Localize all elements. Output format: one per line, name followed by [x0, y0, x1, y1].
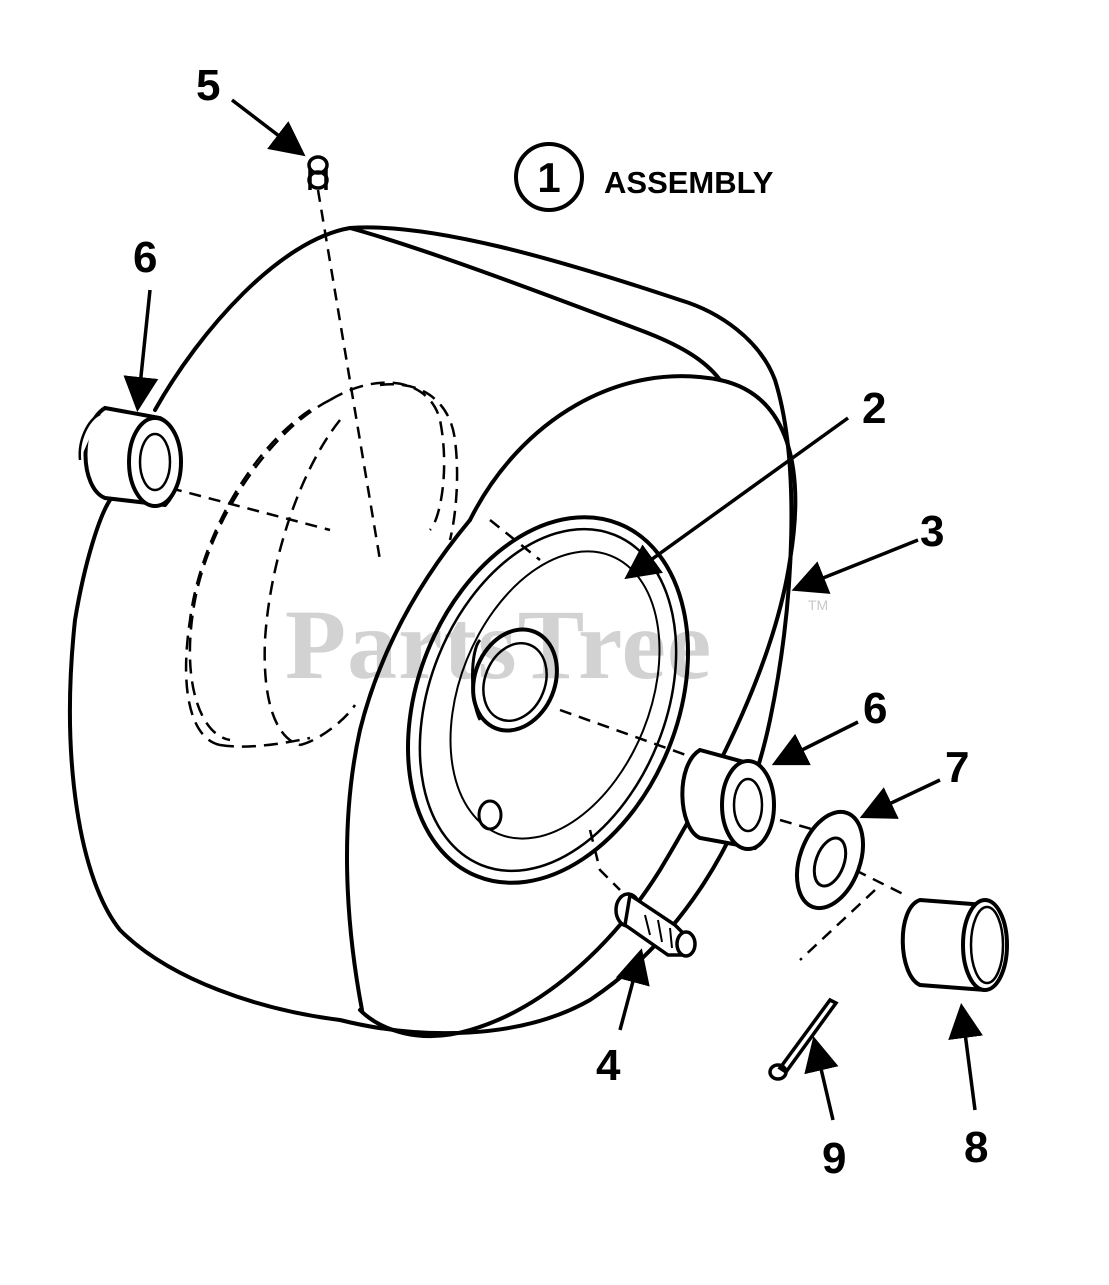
- cotter-pin-part: [768, 997, 839, 1081]
- arrow-6-right: [771, 720, 859, 766]
- rim-hub-inner: [482, 641, 548, 723]
- assembly-label: 1 ASSEMBLY: [514, 142, 774, 212]
- tire-front-sidewall: [358, 374, 798, 1039]
- rim-hub-side: [471, 638, 482, 721]
- arrow-6-left: [123, 289, 159, 412]
- arrow-7: [859, 778, 941, 819]
- rim-outer-edge: [406, 515, 690, 885]
- valve-cap-part: [307, 155, 329, 190]
- assembly-number: 1: [537, 154, 560, 201]
- bushing-right-part: [680, 747, 776, 851]
- callout-8: 8: [964, 1123, 988, 1172]
- rear-rim-hidden: [184, 381, 459, 748]
- leader-arrows: [123, 98, 983, 1121]
- watermark: PartsTree TM: [285, 589, 828, 700]
- bushing-left-part: [78, 405, 183, 508]
- assembly-text: ASSEMBLY: [604, 165, 774, 200]
- rim-hub-outer: [471, 627, 559, 733]
- callout-3: 3: [920, 507, 944, 556]
- rim-valve-hole: [477, 799, 503, 831]
- valve-stem-part: [614, 892, 697, 958]
- tire-tread-top: [348, 226, 722, 382]
- assembly-number-circle: [514, 142, 584, 212]
- arrow-5: [230, 98, 306, 157]
- arrow-8: [948, 1003, 983, 1111]
- tire-outline: [68, 225, 794, 1036]
- arrow-2: [624, 416, 850, 580]
- callout-6-left: 6: [133, 233, 157, 282]
- callout-7: 7: [945, 743, 969, 792]
- hub-cap-part: [900, 897, 1009, 993]
- wheel-rim: [406, 515, 690, 885]
- callout-9: 9: [822, 1134, 846, 1183]
- callout-6-right: 6: [863, 684, 887, 733]
- callout-labels: 5 6 2 3 6 7 4 9 8: [133, 61, 988, 1183]
- callout-4: 4: [596, 1041, 621, 1090]
- rim-dish: [449, 550, 661, 840]
- tire: [68, 225, 798, 1039]
- axis-lines: [169, 189, 906, 961]
- callout-2: 2: [862, 384, 886, 433]
- watermark-text: PartsTree: [285, 589, 712, 700]
- watermark-tm: TM: [808, 597, 828, 613]
- arrow-9: [804, 1036, 839, 1121]
- tire-front-sidewall-inner: [345, 518, 472, 1012]
- washer-part: [795, 809, 865, 911]
- callout-5: 5: [196, 61, 220, 110]
- arrow-4: [615, 948, 650, 1031]
- arrow-3: [791, 538, 919, 594]
